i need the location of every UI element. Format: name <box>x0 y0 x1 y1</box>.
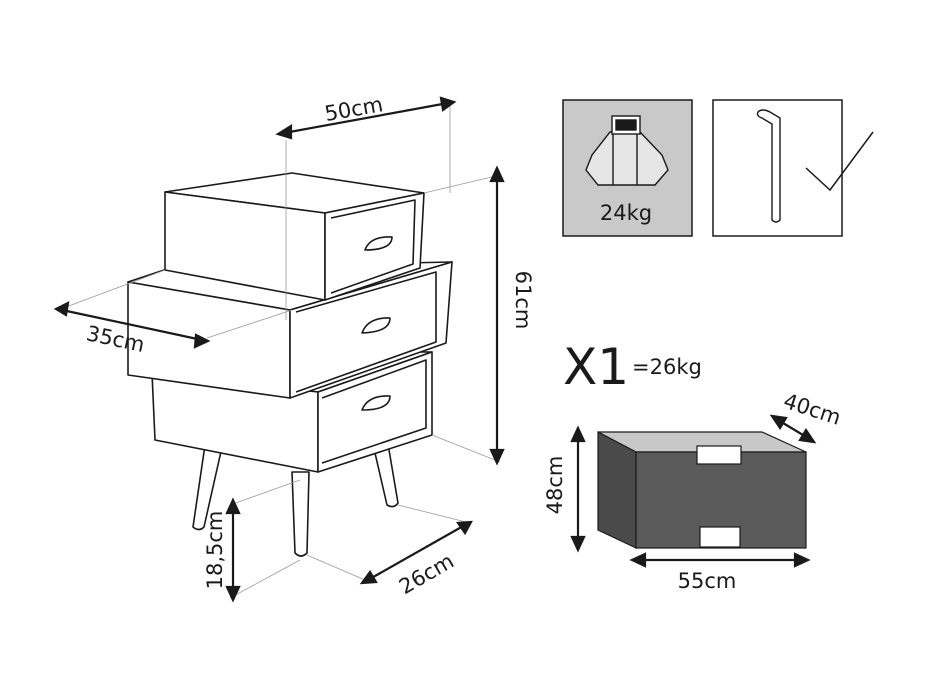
middle-drawer-front-inner <box>295 271 437 393</box>
dimension-guides <box>57 105 501 599</box>
top-drawer-front-inner <box>330 199 416 294</box>
tool-panel <box>712 99 874 237</box>
checkmark-icon <box>805 131 874 192</box>
leg-right <box>371 437 399 508</box>
package-handle-top <box>696 445 742 465</box>
package-width-label: 55cm <box>678 569 737 593</box>
dimension-arrows <box>53 96 505 603</box>
bottom-drawer-handle <box>361 395 391 411</box>
top-drawer-handle <box>364 236 393 251</box>
height-label: 61cm <box>511 271 535 330</box>
base-depth-label: 26cm <box>395 549 458 599</box>
package-handle-bottom <box>699 526 741 548</box>
package-side-face <box>597 431 637 549</box>
allen-key-icon <box>756 109 781 223</box>
middle-drawer-handle <box>361 317 391 334</box>
bottom-drawer-front-inner <box>321 359 427 464</box>
leg-height-label: 18,5cm <box>203 511 227 590</box>
package-box <box>597 431 807 549</box>
package-quantity: X1 <box>563 338 629 396</box>
leg-front <box>291 471 310 557</box>
leg-left <box>192 444 223 531</box>
weight-icon <box>585 115 669 186</box>
package-weight: =26kg <box>632 355 702 379</box>
package-depth-label: 40cm <box>781 389 844 430</box>
width-label: 50cm <box>323 92 385 126</box>
weight-value: 24kg <box>600 201 652 225</box>
nightstand-illustration <box>127 172 453 557</box>
package-height-label: 48cm <box>543 456 567 515</box>
package-arrows <box>570 414 817 568</box>
weight-panel: 24kg <box>562 99 693 237</box>
